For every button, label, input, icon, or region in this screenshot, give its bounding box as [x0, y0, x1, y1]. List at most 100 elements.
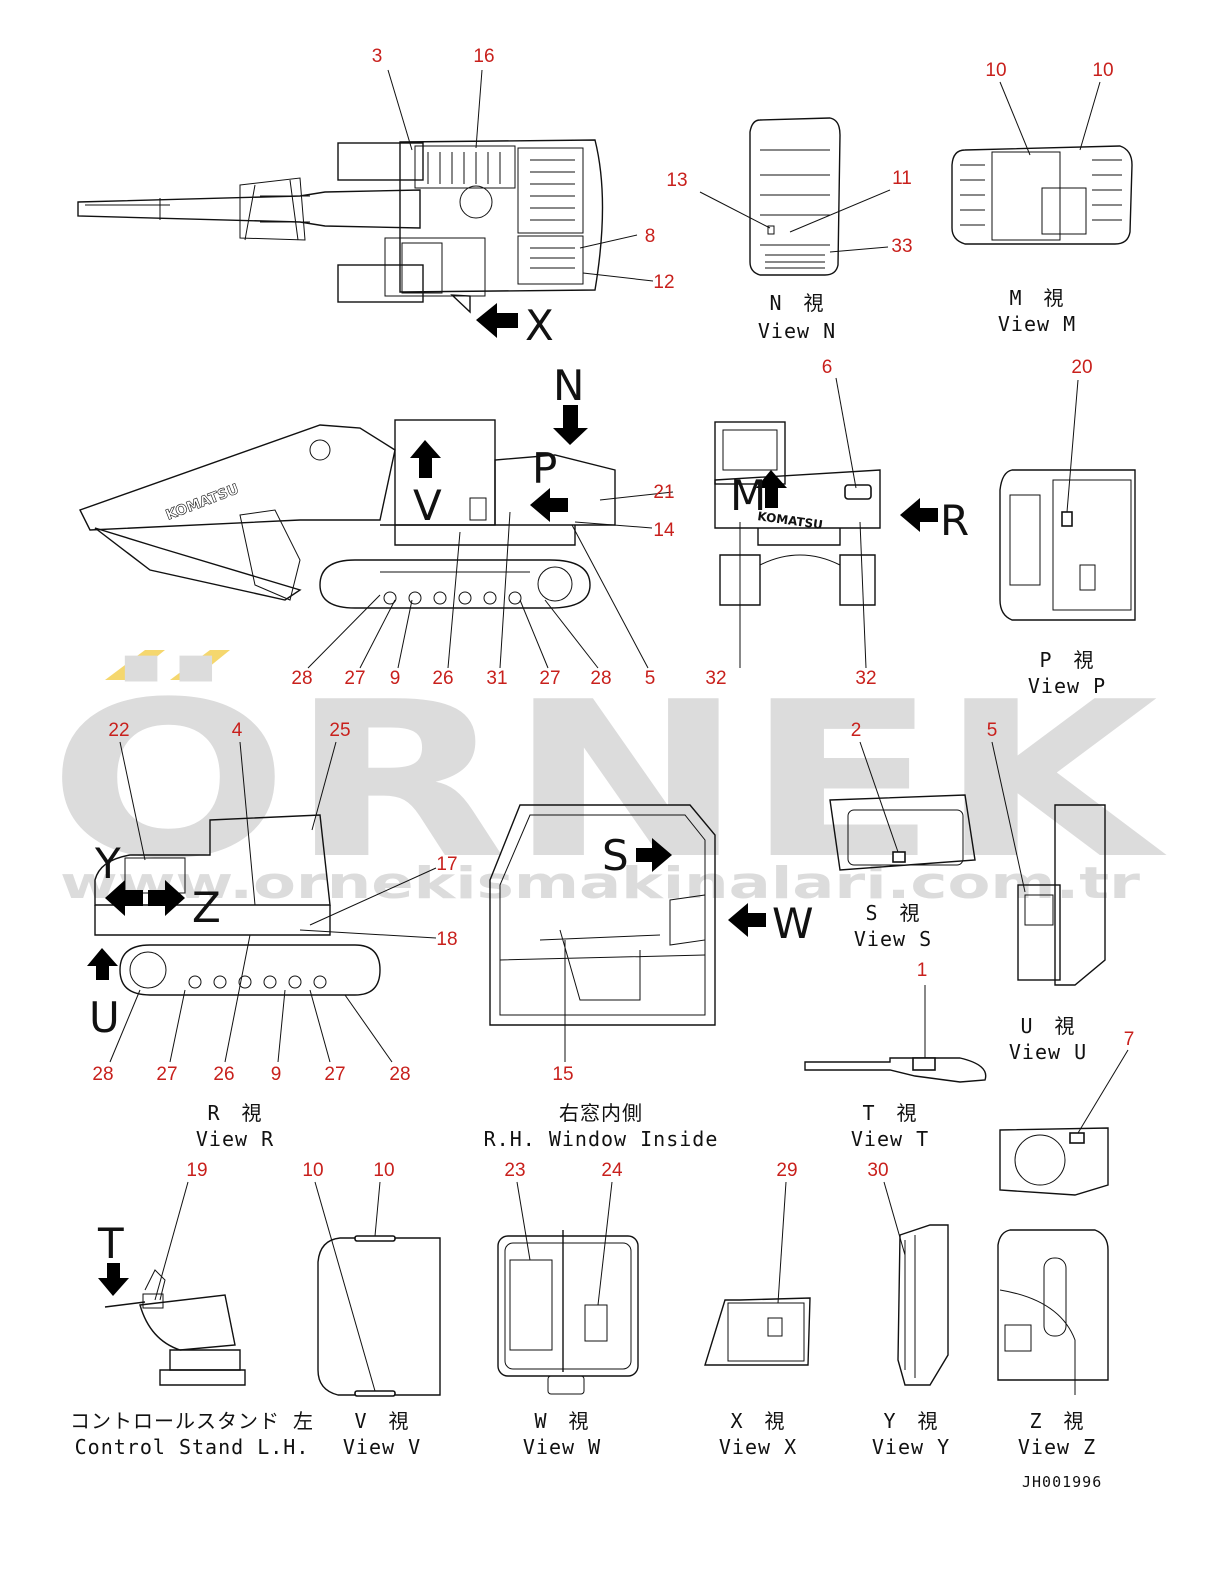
part-number-5-side: 5 — [645, 668, 656, 689]
caption-stand: Control Stand L.H. — [75, 1435, 310, 1459]
caption-view-u-jp: U 視 — [1020, 1014, 1075, 1038]
caption-view-y: View Y — [872, 1435, 950, 1459]
view-s-arrow — [636, 838, 672, 872]
view-v: 10 10 V 視 View V — [302, 1160, 441, 1459]
part-number-22: 22 — [108, 720, 129, 741]
part-number-10-v-left: 10 — [302, 1160, 323, 1181]
view-n-arrow — [553, 405, 588, 445]
part-number-5-u: 5 — [987, 720, 998, 741]
caption-view-m-jp: M 視 — [1009, 286, 1064, 310]
caption-view-u: View U — [1009, 1040, 1087, 1064]
caption-view-r-jp: R 視 — [207, 1101, 262, 1125]
caption-view-p-jp: P 視 — [1039, 648, 1094, 672]
caption-view-t-jp: T 視 — [862, 1101, 917, 1125]
part-number-30: 30 — [867, 1160, 888, 1181]
caption-view-w-jp: W 視 — [534, 1409, 589, 1433]
part-number-31-side: 31 — [486, 668, 507, 689]
part-number-27-side: 27 — [344, 668, 365, 689]
view-letter-n: N — [553, 361, 584, 410]
watermark-accent-left — [105, 650, 165, 680]
caption-view-x-jp: X 視 — [730, 1409, 785, 1433]
part-number-28b-side: 28 — [590, 668, 611, 689]
view-r-arrow — [900, 498, 938, 532]
part-number-26-r: 26 — [213, 1064, 234, 1085]
view-w-arrow — [728, 903, 766, 937]
part-number-20: 20 — [1071, 357, 1092, 378]
view-v-arrow — [410, 440, 441, 478]
watermark-word: ÖRNEK — [48, 655, 1168, 906]
caption-view-s-jp: S 視 — [865, 901, 920, 925]
caption-view-w: View W — [523, 1435, 601, 1459]
view-m-arrow — [756, 470, 787, 508]
view-letter-z: Z — [192, 883, 221, 932]
view-p-arrow — [530, 488, 568, 522]
view-r: Y Z U 22 4 25 17 18 28 27 26 9 27 28 R 視… — [87, 720, 458, 1151]
part-number-16: 16 — [473, 46, 494, 67]
part-number-1: 1 — [917, 960, 928, 981]
view-z-arrow — [148, 880, 185, 916]
drawing-code: JH001996 — [1022, 1473, 1102, 1491]
part-7-detail: 7 — [999, 1029, 1134, 1196]
part-number-9-side: 9 — [390, 668, 401, 689]
caption-view-m: View M — [998, 312, 1076, 336]
watermark: ÖRNEK www.ornekismakinalari.com.tr — [48, 650, 1168, 909]
part-number-14: 14 — [653, 520, 675, 541]
view-u: 5 U 視 View U — [987, 720, 1106, 1064]
part-number-6: 6 — [822, 357, 833, 378]
window-inside-view: S W 15 右窓内側 R.H. Window Inside — [484, 804, 814, 1151]
caption-view-y-jp: Y 視 — [883, 1409, 938, 1433]
view-letter-u: U — [89, 993, 120, 1042]
view-letter-r: R — [940, 496, 969, 545]
part-number-23: 23 — [504, 1160, 525, 1181]
part-number-27-r: 27 — [156, 1064, 177, 1085]
part-number-18: 18 — [436, 929, 457, 950]
part-number-4: 4 — [232, 720, 243, 741]
caption-view-p: View P — [1028, 674, 1106, 698]
part-number-8: 8 — [645, 226, 656, 247]
view-t: 1 T 視 View T — [804, 960, 987, 1151]
view-u-arrow — [87, 948, 118, 980]
caption-view-v: View V — [343, 1435, 421, 1459]
top-view: X 3 16 8 12 — [77, 46, 675, 350]
part-number-2: 2 — [851, 720, 862, 741]
part-number-27b-r: 27 — [324, 1064, 345, 1085]
caption-view-r: View R — [196, 1127, 274, 1151]
caption-window: R.H. Window Inside — [484, 1127, 719, 1151]
view-t-arrow — [98, 1263, 129, 1296]
part-number-28-r: 28 — [92, 1064, 113, 1085]
part-number-12: 12 — [653, 272, 674, 293]
part-number-13: 13 — [666, 170, 687, 191]
watermark-accent-right — [170, 650, 230, 680]
view-y: 30 Y 視 View Y — [867, 1160, 950, 1459]
view-letter-m: M — [730, 471, 766, 520]
view-letter-x: X — [525, 301, 554, 350]
caption-view-z: View Z — [1018, 1435, 1096, 1459]
caption-view-v-jp: V 視 — [354, 1409, 409, 1433]
view-letter-p: P — [532, 444, 557, 493]
part-number-3: 3 — [372, 46, 383, 67]
caption-view-n: View N — [758, 319, 836, 343]
part-number-28b-r: 28 — [389, 1064, 410, 1085]
part-number-10-m-right: 10 — [1092, 60, 1113, 81]
caption-view-n-jp: N 視 — [769, 291, 824, 315]
part-number-15: 15 — [552, 1064, 573, 1085]
view-letter-v: V — [413, 481, 442, 530]
part-number-26-side: 26 — [432, 668, 453, 689]
view-m: 10 10 M 視 View M — [951, 60, 1133, 336]
part-number-9-r: 9 — [271, 1064, 282, 1085]
part-number-10-v-right: 10 — [373, 1160, 394, 1181]
part-number-25: 25 — [329, 720, 350, 741]
part-number-32-right: 32 — [855, 668, 876, 689]
part-number-28-side: 28 — [291, 668, 312, 689]
side-view: KOMATSU V N P 21 14 28 27 9 26 31 — [79, 361, 675, 689]
view-y-arrow — [105, 880, 143, 916]
view-letter-w: W — [772, 899, 814, 948]
part-number-27b-side: 27 — [539, 668, 560, 689]
view-s: 2 S 視 View S — [829, 720, 976, 951]
caption-view-s: View S — [854, 927, 932, 951]
part-number-29: 29 — [776, 1160, 797, 1181]
caption-view-z-jp: Z 視 — [1029, 1409, 1084, 1433]
part-number-21: 21 — [653, 482, 674, 503]
control-stand-view: T 19 コントロールスタンド 左 Control Stand L.H. — [70, 1160, 313, 1459]
